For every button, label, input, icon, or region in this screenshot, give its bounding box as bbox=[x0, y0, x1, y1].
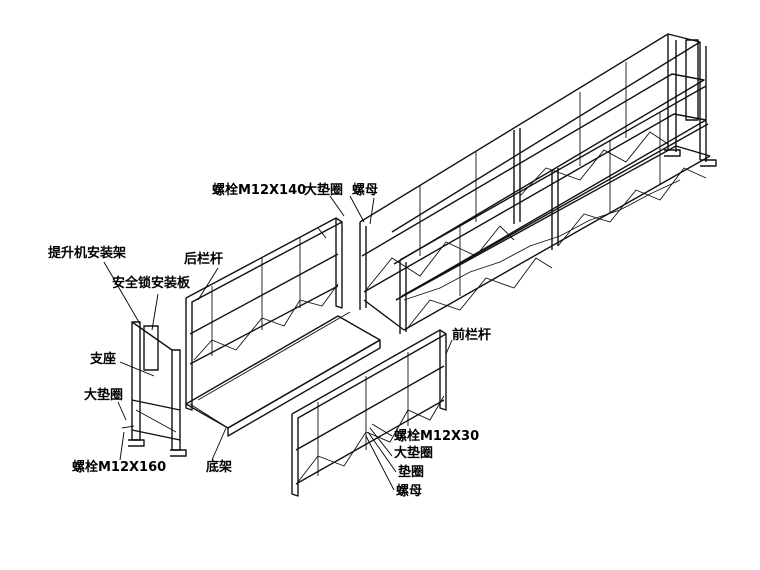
leader-lines bbox=[103, 195, 453, 491]
label-bolt-m12x30: 螺栓M12X30 bbox=[394, 429, 480, 444]
label-hoist-mount: 提升机安装架 bbox=[48, 246, 127, 261]
label-safety-lock-plate: 安全锁安装板 bbox=[112, 276, 191, 291]
rear-rail-part bbox=[185, 217, 343, 411]
label-bottom-frame: 底架 bbox=[206, 460, 233, 475]
end-support-part bbox=[121, 321, 187, 457]
label-large-washer-top: 大垫圈 bbox=[304, 183, 344, 198]
label-nut-right: 螺母 bbox=[396, 484, 423, 499]
bottom-frame-part bbox=[185, 311, 381, 437]
label-rear-rail: 后栏杆 bbox=[184, 252, 224, 267]
label-front-rail: 前栏杆 bbox=[452, 328, 492, 343]
label-nut-top: 螺母 bbox=[352, 183, 379, 198]
label-bolt-m12x160: 螺栓M12X160 bbox=[72, 460, 167, 475]
label-bolt-m12x140: 螺栓M12X140 bbox=[212, 183, 307, 198]
label-large-washer-right: 大垫圈 bbox=[394, 446, 434, 461]
label-support-base: 支座 bbox=[90, 352, 117, 367]
front-rail-part bbox=[291, 329, 447, 497]
label-washer: 垫圈 bbox=[398, 465, 425, 480]
assembled-platform bbox=[359, 33, 717, 334]
label-large-washer-left: 大垫圈 bbox=[84, 388, 124, 403]
